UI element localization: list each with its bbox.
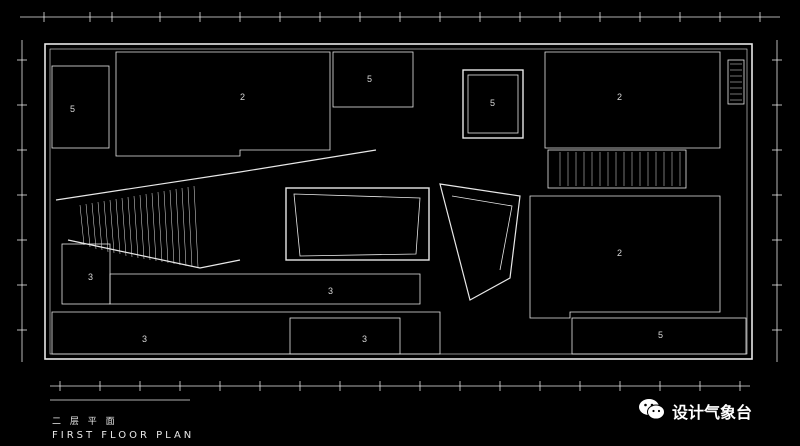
room-label: 3 — [88, 272, 93, 282]
central-void — [285, 187, 430, 261]
room-label: 5 — [658, 330, 663, 340]
right-dimension-ticks — [772, 59, 782, 331]
inner-wall-line — [49, 48, 748, 355]
room-outline-bottom-center — [289, 317, 401, 355]
room-label: 5 — [490, 98, 495, 108]
room-outline-top-right — [544, 51, 721, 149]
room-outline-lower-left — [61, 243, 111, 305]
bottom-dimension-ticks — [59, 381, 741, 391]
stair-right — [727, 59, 745, 105]
drawing-title-english: FIRST FLOOR PLAN — [52, 430, 195, 441]
angled-hall — [439, 183, 521, 301]
room-outline-right-2 — [529, 195, 721, 319]
room-outline-top-left — [51, 65, 110, 149]
left-dimension-ticks — [17, 59, 27, 331]
watermark-text: 设计气象台 — [672, 403, 753, 422]
stair-strip-right — [547, 149, 687, 189]
room-label: 2 — [617, 248, 622, 258]
central-void-inner — [293, 193, 421, 257]
room-label: 5 — [70, 104, 75, 114]
room-label: 3 — [362, 334, 367, 344]
stair-hatching — [79, 63, 742, 268]
room-outline-bottom-right — [571, 317, 747, 355]
top-dimension-ticks — [43, 12, 761, 22]
ramp-edge-upper — [55, 149, 377, 201]
room-label: 5 — [367, 74, 372, 84]
atrium-top-inner — [467, 74, 519, 134]
room-label: 2 — [617, 92, 622, 102]
atrium-top — [462, 69, 524, 139]
room-row-lower — [51, 311, 441, 355]
room-label: 2 — [240, 92, 245, 102]
ramp-edge-lower — [67, 239, 241, 269]
room-label: 3 — [328, 286, 333, 296]
outer-wall — [44, 43, 753, 360]
watermark: 设计气象台 — [638, 398, 752, 424]
room-outline-large-2 — [115, 51, 331, 157]
drawing-title-chinese: 二 层 平 面 — [52, 417, 118, 427]
room-outline-top-center — [332, 51, 414, 108]
angled-hall-inner — [451, 195, 513, 271]
room-row-upper — [109, 273, 421, 305]
wechat-icon — [638, 397, 666, 425]
room-label: 3 — [142, 334, 147, 344]
